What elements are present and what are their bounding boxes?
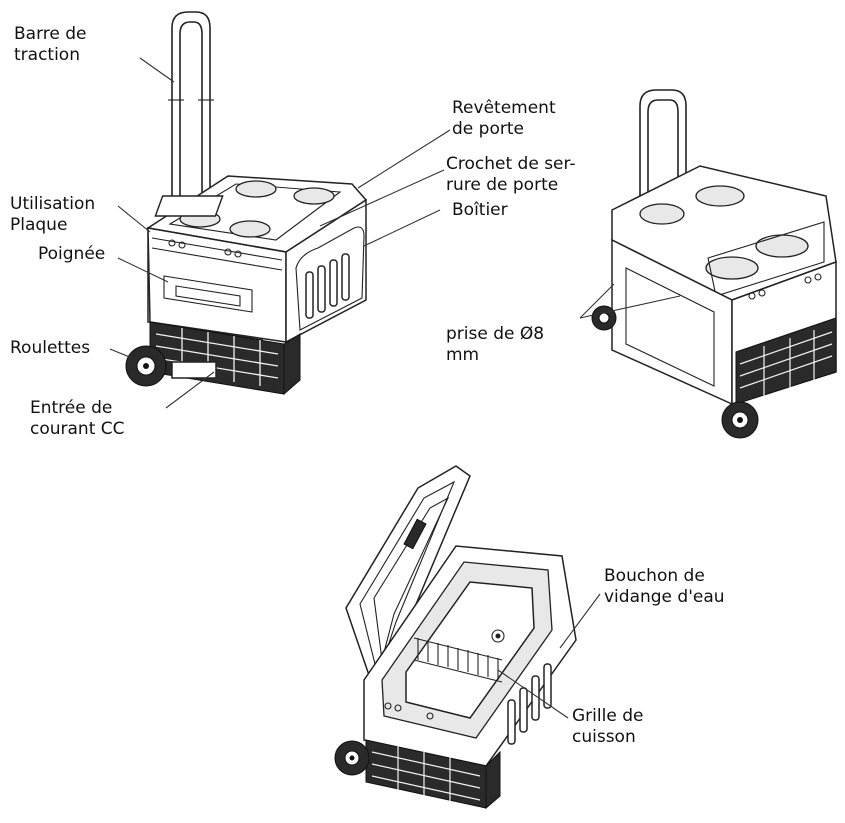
label-dc-input: Entrée de courant CC <box>30 398 125 439</box>
label-handle: Poignée <box>38 244 106 264</box>
leader-lines <box>109 57 681 719</box>
label-grill: Grille de cuisson <box>572 706 644 747</box>
fridge-front-view <box>125 11 368 396</box>
fridge-back-view <box>591 89 837 439</box>
label-pull-bar: Barre de traction <box>14 24 87 65</box>
label-socket: prise de Ø8 mm <box>446 324 545 365</box>
label-door-cover: Revêtement de porte <box>452 98 556 139</box>
fridge-open-view <box>334 465 577 810</box>
label-wheels: Roulettes <box>10 338 91 358</box>
label-door-lock-hook: Crochet de ser- rure de porte <box>446 154 576 195</box>
label-drain-plug: Bouchon de vidange d'eau <box>604 566 725 607</box>
label-use-plate: Utilisation Plaque <box>10 194 96 235</box>
label-housing: Boîtier <box>452 200 508 220</box>
